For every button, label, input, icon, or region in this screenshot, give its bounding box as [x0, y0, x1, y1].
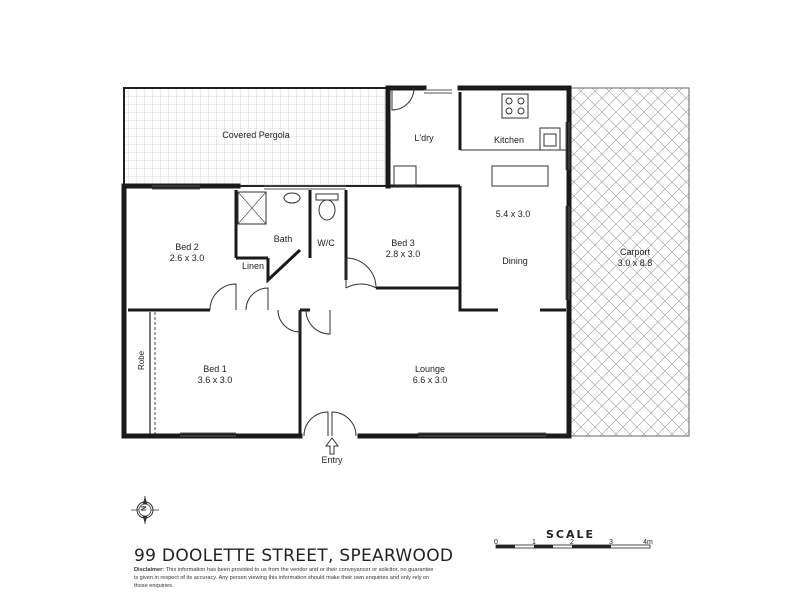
room-dimensions: 2.8 x 3.0 — [385, 249, 421, 259]
compass-icon — [131, 496, 159, 524]
label-kitchen: Kitchen — [494, 135, 524, 146]
doors — [209, 87, 415, 437]
room-name: L'dry — [414, 133, 434, 143]
property-address: 99 DOOLETTE STREET, SPEARWOOD — [134, 546, 454, 566]
scale-title: SCALE — [546, 528, 596, 541]
label-laundry: L'dry — [414, 133, 433, 144]
label-covered-pergola: Covered Pergola — [222, 130, 290, 141]
room-name: Linen — [241, 261, 265, 271]
room-dimensions: 6.6 x 3.0 — [412, 375, 448, 385]
room-name: Kitchen — [493, 135, 525, 145]
label-dining: Dining — [502, 256, 528, 267]
label-carport: Carport 3.0 x 8.8 — [618, 247, 653, 269]
disclaimer: Disclaimer: This information has been pr… — [134, 566, 434, 590]
scale-tick: 2 — [570, 539, 574, 546]
room-name: Carport — [619, 247, 650, 257]
scale-tick: 1 — [532, 539, 536, 546]
label-robe: Robe — [137, 350, 146, 370]
room-dimensions: 5.4 x 3.0 — [495, 209, 531, 219]
scale-bar — [495, 544, 651, 549]
cooktop-icon — [501, 93, 529, 119]
label-wc: W/C — [317, 238, 335, 249]
covered-pergola — [123, 87, 389, 187]
basin-icon — [283, 192, 301, 204]
toilet-icon — [318, 199, 336, 221]
room-name: Bed 3 — [391, 238, 415, 248]
label-linen: Linen — [242, 261, 264, 272]
label-bath: Bath — [274, 234, 293, 245]
windows — [152, 89, 570, 437]
kitchen-bench — [460, 149, 566, 187]
room-name: Bed 1 — [203, 364, 227, 374]
room-name: Bath — [273, 234, 293, 244]
sink-icon — [539, 127, 561, 151]
room-name: W/C — [317, 238, 335, 248]
carport — [568, 87, 690, 437]
label-bed-1: Bed 1 3.6 x 3.0 — [198, 364, 233, 386]
shower-icon — [237, 191, 267, 225]
scale-tick: 4m — [643, 539, 653, 546]
entry-arrow-icon — [325, 437, 339, 455]
label-kitchen-dimensions: 5.4 x 3.0 — [496, 209, 531, 220]
compass-north-label: N — [141, 505, 149, 512]
room-dimensions: 3.0 x 8.8 — [617, 258, 653, 268]
fixtures — [237, 93, 566, 225]
room-dimensions: 3.6 x 3.0 — [197, 375, 233, 385]
room-name: Lounge — [414, 364, 446, 374]
disclaimer-label: Disclaimer: — [134, 567, 165, 573]
toilet-cistern-icon — [315, 193, 339, 201]
scale-tick: 3 — [609, 539, 613, 546]
entry-label: Entry — [321, 455, 343, 465]
label-lounge: Lounge 6.6 x 3.0 — [413, 364, 448, 386]
trough-icon — [393, 165, 417, 187]
room-name: Dining — [502, 256, 528, 266]
scale-tick: 0 — [494, 539, 498, 546]
label-bed-2: Bed 2 2.6 x 3.0 — [170, 242, 205, 264]
label-bed-3: Bed 3 2.8 x 3.0 — [386, 238, 421, 260]
room-name: Covered Pergola — [222, 130, 290, 140]
room-name: Bed 2 — [175, 242, 199, 252]
room-dimensions: 2.6 x 3.0 — [169, 253, 205, 263]
disclaimer-text: This information has been provided to us… — [134, 567, 434, 589]
